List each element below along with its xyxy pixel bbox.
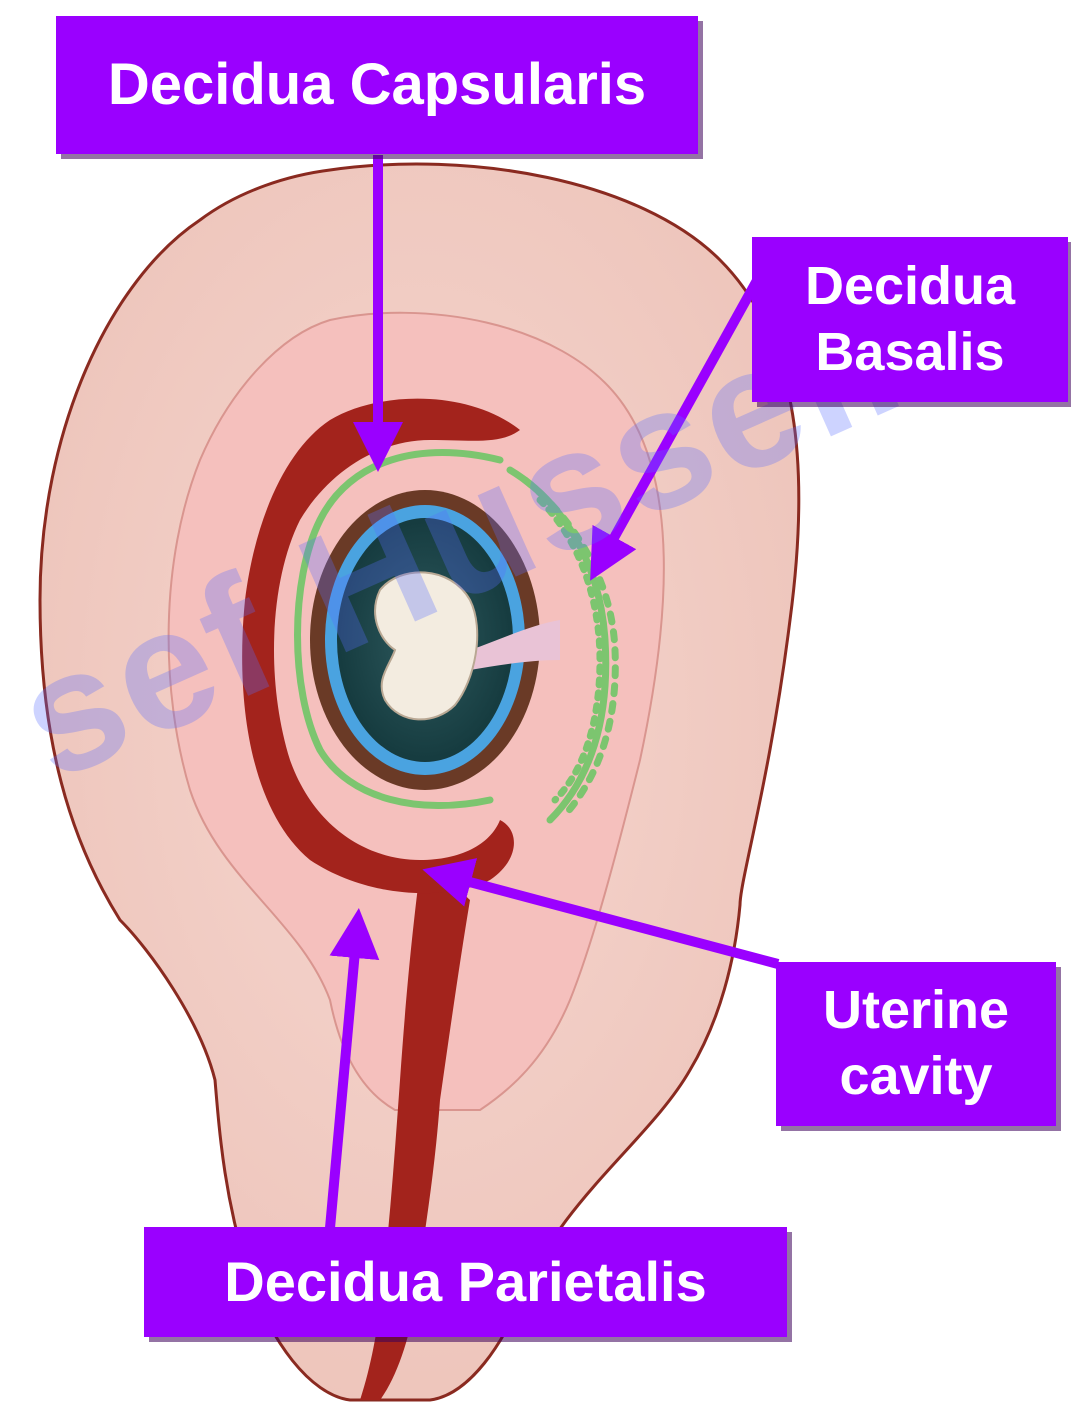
label-decidua-capsularis-text: Decidua Capsularis <box>108 50 646 121</box>
label-decidua-capsularis: Decidua Capsularis <box>56 16 698 154</box>
label-uterine-cavity: Uterine cavity <box>776 962 1056 1126</box>
label-decidua-parietalis-text: Decidua Parietalis <box>224 1248 706 1316</box>
label-decidua-basalis-line2: Basalis <box>815 320 1004 386</box>
label-decidua-basalis-line1: Decidua <box>805 254 1015 320</box>
label-decidua-parietalis: Decidua Parietalis <box>144 1227 787 1337</box>
label-uterine-cavity-line2: cavity <box>839 1044 992 1110</box>
label-decidua-basalis: Decidua Basalis <box>752 237 1068 402</box>
label-uterine-cavity-line1: Uterine <box>823 978 1009 1044</box>
